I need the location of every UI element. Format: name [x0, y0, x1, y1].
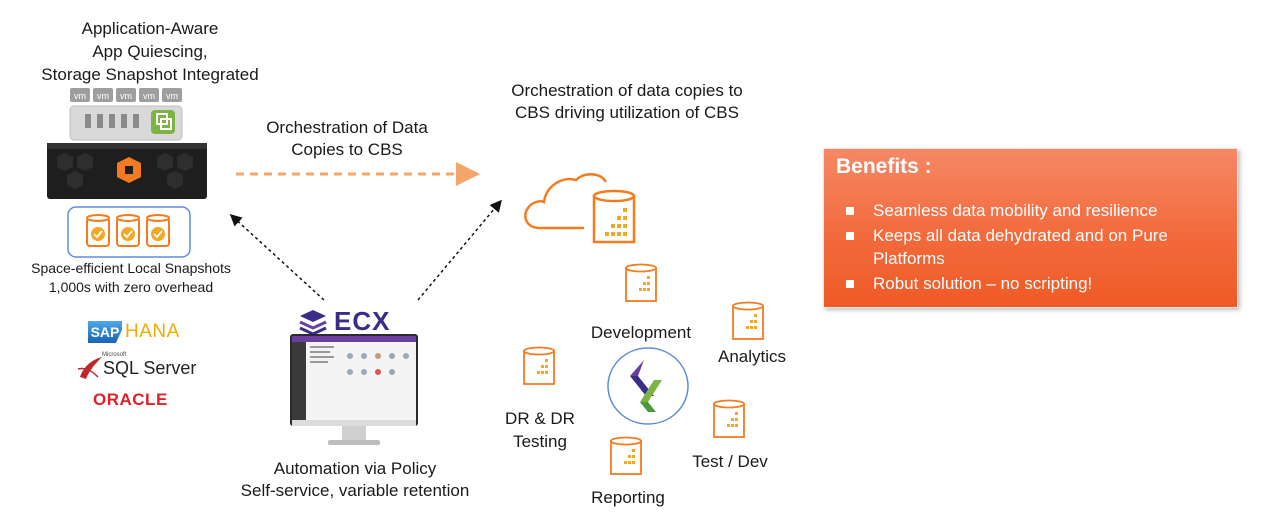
benefits-list: Seamless data mobility and resilience Ke…	[846, 199, 1226, 297]
ecx-logo-icon	[299, 310, 327, 336]
data-copy-analytics-icon	[732, 301, 764, 340]
dr-label-line-1: DR & DR	[505, 409, 575, 428]
cbs-cylinder-icon	[592, 189, 636, 244]
vm-server-stack-icon: vm vm vm vm vm	[69, 88, 183, 141]
orchestration-label-line-1: Orchestration of Data	[266, 118, 428, 137]
host-server-icon	[69, 105, 183, 141]
vm-label: vm	[143, 91, 155, 101]
snapshot-cylinder-icon	[86, 214, 110, 247]
app-aware-title-line-1: Application-Aware	[81, 19, 219, 38]
app-aware-title-line-2: App Quiescing,	[92, 42, 208, 61]
data-copy-testdev-icon	[713, 399, 745, 438]
hana-wordmark: HANA	[125, 321, 180, 342]
vm-row: vm vm vm vm vm	[70, 88, 182, 102]
cbs-title-line-1: Orchestration of data copies to	[511, 81, 743, 100]
local-snapshots-icon	[67, 206, 191, 258]
benefits-box: Benefits : Seamless data mobility and re…	[823, 148, 1238, 308]
testdev-label: Test / Dev	[692, 452, 768, 471]
vm-label: vm	[166, 91, 178, 101]
benefit-item: Keeps all data dehydrated and on Pure Pl…	[846, 224, 1226, 270]
sql-server-wordmark: SQL Server	[103, 358, 197, 378]
sql-server-logo-icon	[77, 357, 102, 379]
benefit-item: Robut solution – no scripting!	[846, 272, 1226, 295]
analytics-label: Analytics	[717, 347, 787, 366]
automation-caption-line-1: Automation via Policy	[273, 459, 437, 478]
sap-hana-logo: SAP HANA	[88, 321, 180, 345]
data-copy-dr-icon	[523, 346, 555, 385]
snapshot-cylinder-icon	[116, 214, 140, 247]
dr-label-line-2: Testing	[513, 432, 567, 451]
cbs-title-line-2: CBS driving utilization of CBS	[515, 103, 739, 122]
reporting-label: Reporting	[591, 488, 665, 507]
benefit-item: Seamless data mobility and resilience	[846, 199, 1226, 222]
app-aware-title-line-3: Storage Snapshot Integrated	[41, 65, 259, 84]
ecx-console-monitor-icon	[290, 334, 418, 445]
ecx-to-cloud-arrow	[417, 199, 502, 301]
sql-microsoft-label: Microsoft	[102, 352, 127, 358]
development-label: Development	[590, 323, 692, 342]
snapshot-cylinder-icon	[146, 214, 170, 247]
oracle-logo: ORACLE	[93, 390, 168, 409]
vm-label: vm	[74, 91, 86, 101]
vm-label: vm	[97, 91, 109, 101]
cloud-block-store-icon	[524, 173, 636, 244]
data-copy-reporting-icon	[610, 436, 642, 475]
snapshot-caption-line-1: Space-efficient Local Snapshots	[31, 260, 231, 276]
automation-caption-line-2: Self-service, variable retention	[240, 481, 470, 500]
ecx-hub-icon	[607, 347, 689, 425]
ecx-wordmark: ECX	[334, 306, 391, 336]
data-copy-development-icon	[625, 263, 657, 302]
storage-array-icon	[47, 143, 207, 199]
pure-logo-icon	[117, 157, 141, 183]
sap-logo-box: SAP	[88, 321, 122, 343]
ecx-to-array-arrow	[229, 213, 325, 301]
snapshot-caption-line-2: 1,000s with zero overhead	[48, 279, 214, 295]
benefits-heading: Benefits :	[836, 155, 932, 178]
vm-label: vm	[120, 91, 132, 101]
orchestration-label-line-2: Copies to CBS	[291, 140, 403, 159]
